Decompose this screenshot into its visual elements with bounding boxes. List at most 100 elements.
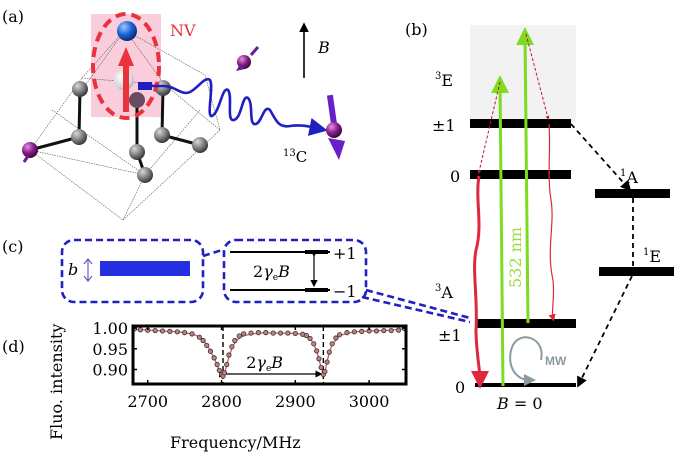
fluorescence-strong [470,175,489,389]
hyperfine-coupling-wave [140,77,328,136]
width-double-arrow [83,258,93,282]
panel-a: (a) [2,7,345,221]
data-point [236,333,242,339]
data-point [316,356,322,362]
data-point [255,330,262,336]
laser-excitation-0 [491,75,510,387]
inset-connector [365,288,471,320]
data-point [211,355,217,361]
b-field-label: B [317,38,330,57]
level-label: ±1 [438,326,462,345]
data-point [189,331,195,337]
data-point [137,327,143,333]
data-point [277,330,284,336]
splitting-annotation: 2γeB [246,353,283,374]
data-point [174,329,180,335]
data-point [167,328,173,334]
data-point [318,364,324,371]
width-label: b [68,260,78,279]
excited-state-band [470,25,576,122]
c13-label: 13C [283,148,307,166]
data-point [303,332,309,339]
carbon-atom [72,81,88,97]
laser-excitation-pm1 [516,27,535,324]
panel-c: (c) b +1 −1 2γeB [2,237,471,324]
data-point [224,361,230,368]
data-point [324,359,330,365]
level-3a-pm1 [475,319,576,328]
y-axis-label: Fluo. intensity [47,324,66,440]
panel-d-label: (d) [2,337,25,356]
x-tick-label: 3000 [349,392,390,411]
level-3e-pm1 [470,119,571,128]
data-point [159,328,166,334]
data-point [351,329,357,335]
level-3a-0 [475,383,576,387]
data-point [373,328,380,334]
carbon-atom [71,129,87,145]
data-point [270,330,276,336]
data-point [196,334,203,340]
level-minus1-label: −1 [333,282,357,301]
broadened-level [100,261,190,276]
data-point [329,341,335,347]
data-point [359,328,365,334]
data-point [263,330,269,336]
panel-d: (d) Fluo. intensity Frequency/MHz 2γeB27… [2,319,408,452]
data-point [216,367,222,373]
laser-label: 532 nm [506,227,525,288]
x-tick-label: 2900 [275,392,316,411]
data-point [292,330,298,337]
data-point [226,352,232,358]
x-tick-label: 2700 [127,392,168,411]
level-1a [595,189,670,198]
data-point [307,335,313,342]
data-point [152,327,158,334]
inset-connector [202,248,223,258]
level-1e [599,267,674,276]
nv-dashed-ellipse [91,12,161,120]
level-3e-0 [470,170,571,179]
fluorescence-weak [548,123,556,322]
data-point [314,348,320,354]
vibrational-relaxation [477,81,501,174]
carbon-atom [129,92,145,108]
isc-return [577,275,633,388]
data-point [396,327,402,333]
singlet-lower-label: 1E [643,247,661,266]
singlet-upper-label: 1A [620,168,638,187]
y-tick-label: 0.90 [92,361,128,380]
data-point [182,330,188,336]
mw-label: MW [545,354,567,368]
data-point [311,341,317,347]
nv-spin-arrow [118,47,134,112]
data-point [214,361,220,368]
level-plus1-label: +1 [333,244,357,263]
data-point [241,331,247,337]
vibrational-relaxation [525,33,550,120]
coupling-origin [138,82,152,90]
data-point [200,337,206,344]
data-point [248,330,254,336]
spin-bath-inset [60,238,205,304]
level-label: 0 [450,167,460,186]
inset-connector [361,295,471,324]
c13-spin-arrow [22,155,30,163]
data-point [381,327,387,334]
data-point [336,332,343,338]
c13-spin-coupled [326,94,345,160]
level-label: 0 [455,378,465,397]
data-point [388,327,394,334]
data-point [232,337,238,344]
data-point [333,335,339,341]
data-point [229,344,235,350]
panel-b: (b) 3E ±1 0 3A ±1 0 B = 0 1A 1E 532 nm [405,20,674,413]
panel-c-label: (c) [2,237,23,256]
data-point [204,342,210,349]
y-tick-label: 1.00 [92,319,128,338]
carbon-atom [129,144,145,160]
data-point [285,330,291,336]
